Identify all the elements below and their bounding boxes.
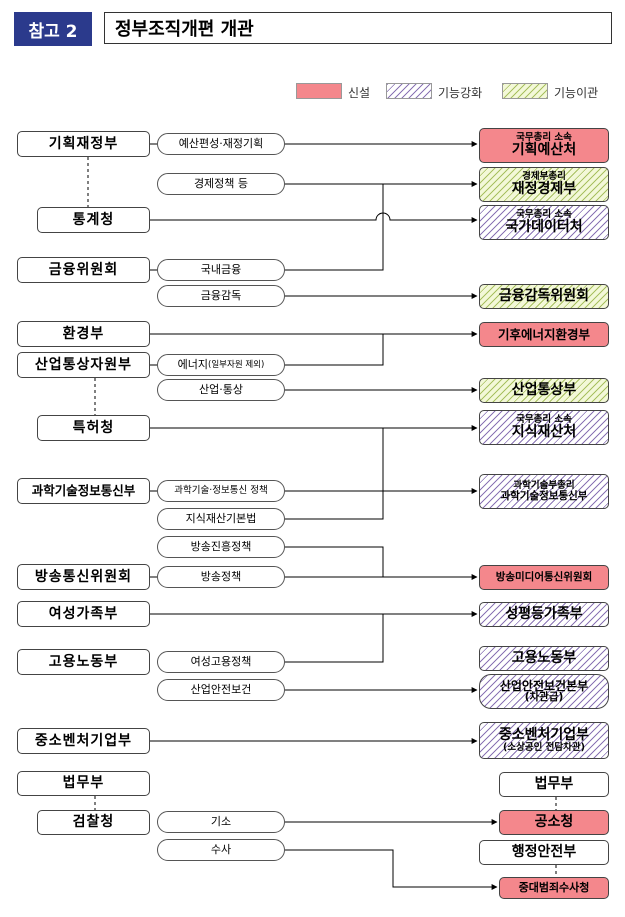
org-fsc: 금융위원회 bbox=[17, 257, 150, 283]
func-industrial-safety: 산업안전보건 bbox=[157, 679, 285, 701]
new-climate-ministry: 기후에너지환경부 bbox=[479, 322, 609, 347]
new-ip-office-sub: 국무총리 소속 bbox=[516, 414, 572, 426]
org-mof: 기획재정부 bbox=[17, 131, 150, 157]
page-title: 정부조직개편 개관 bbox=[104, 12, 612, 44]
org-motie: 산업통상자원부 bbox=[17, 352, 150, 378]
new-indictment-office-name: 공소청 bbox=[534, 814, 574, 831]
new-safety-hq-name: 산업안전보건본부 bbox=[499, 678, 589, 693]
func-industry: 산업·통상 bbox=[157, 379, 285, 401]
new-indictment-office: 공소청 bbox=[499, 810, 609, 835]
new-safety-hq-note: (차관급) bbox=[524, 691, 564, 704]
new-media-commission-name: 방송미디어통신위원회 bbox=[495, 570, 593, 583]
func-financial-supervision: 금융감독 bbox=[157, 285, 285, 307]
func-broadcast-promotion: 방송진흥정책 bbox=[157, 536, 285, 558]
org-moel: 고용노동부 bbox=[17, 649, 150, 675]
new-msit-sub: 과학기술부총리 bbox=[513, 480, 575, 491]
new-safety-hq: 산업안전보건본부 (차관급) bbox=[479, 674, 609, 709]
new-mss-name: 중소벤처기업부 bbox=[498, 727, 590, 744]
func-women-employment: 여성고용정책 bbox=[157, 651, 285, 673]
new-mef: 경제부총리 재정경제부 bbox=[479, 167, 609, 202]
legend-new-label: 신설 bbox=[348, 86, 371, 100]
new-mef-sub: 경제부총리 bbox=[522, 171, 566, 183]
func-energy: 에너지(일부자원 제외) bbox=[157, 354, 285, 376]
new-moj-name: 법무부 bbox=[534, 776, 574, 793]
section-tag: 참고 2 bbox=[14, 12, 92, 46]
func-domestic-finance: 국내금융 bbox=[157, 259, 285, 281]
legend-transfer-label: 기능이관 bbox=[554, 86, 599, 100]
new-mois: 행정안전부 bbox=[479, 840, 609, 865]
legend-new-swatch bbox=[296, 83, 342, 99]
new-gender-ministry-name: 성평등가족부 bbox=[505, 606, 583, 623]
func-sci-policy: 과학기술·정보통신 정책 bbox=[157, 480, 285, 502]
new-mef-name: 재정경제부 bbox=[511, 181, 577, 198]
new-data-office-sub: 국무총리 소속 bbox=[516, 209, 572, 221]
new-media-commission: 방송미디어통신위원회 bbox=[479, 565, 609, 590]
new-mss: 중소벤처기업부 (소상공인 전담차관) bbox=[479, 722, 609, 759]
func-investigation: 수사 bbox=[157, 839, 285, 861]
org-mss: 중소벤처기업부 bbox=[17, 728, 150, 754]
org-statistics: 통계청 bbox=[37, 207, 150, 233]
new-data-office-name: 국가데이터처 bbox=[505, 219, 583, 236]
func-ip-law: 지식재산기본법 bbox=[157, 508, 285, 530]
func-indictment: 기소 bbox=[157, 811, 285, 833]
org-kipo: 특허청 bbox=[37, 415, 150, 441]
new-fss: 금융감독위원회 bbox=[479, 284, 609, 309]
legend-transfer-swatch bbox=[502, 83, 548, 99]
new-fss-name: 금융감독위원회 bbox=[498, 288, 590, 305]
func-broadcast-policy: 방송정책 bbox=[157, 566, 285, 588]
new-budget-office: 국무총리 소속 기획예산처 bbox=[479, 128, 609, 163]
new-ip-office: 국무총리 소속 지식재산처 bbox=[479, 410, 609, 445]
new-climate-ministry-name: 기후에너지환경부 bbox=[497, 326, 590, 342]
new-ip-office-name: 지식재산처 bbox=[511, 424, 577, 441]
new-gender-ministry: 성평등가족부 bbox=[479, 602, 609, 627]
new-msit-name: 과학기술정보통신부 bbox=[500, 489, 588, 502]
new-budget-office-sub: 국무총리 소속 bbox=[516, 132, 572, 144]
legend-strengthen-swatch bbox=[386, 83, 432, 99]
new-industry-ministry-name: 산업통상부 bbox=[511, 382, 577, 399]
org-msit: 과학기술정보통신부 bbox=[17, 478, 150, 504]
new-data-office: 국무총리 소속 국가데이터처 bbox=[479, 205, 609, 240]
org-moj: 법무부 bbox=[17, 771, 150, 796]
new-mss-note: (소상공인 전담차관) bbox=[503, 741, 585, 753]
new-mois-name: 행정안전부 bbox=[511, 844, 577, 861]
org-prosecution: 검찰청 bbox=[37, 810, 150, 835]
func-budget: 예산편성·재정기획 bbox=[157, 133, 285, 155]
org-mogef: 여성가족부 bbox=[17, 601, 150, 627]
func-energy-label: 에너지 bbox=[177, 358, 209, 372]
new-labor-ministry: 고용노동부 bbox=[479, 646, 609, 671]
legend-strengthen-label: 기능강화 bbox=[438, 86, 483, 100]
org-kcc: 방송통신위원회 bbox=[17, 564, 150, 590]
new-labor-ministry-name: 고용노동부 bbox=[511, 650, 577, 667]
func-energy-note: (일부자원 제외) bbox=[208, 359, 265, 370]
new-budget-office-name: 기획예산처 bbox=[511, 142, 577, 159]
org-env: 환경부 bbox=[17, 321, 150, 347]
new-msit: 과학기술부총리 과학기술정보통신부 bbox=[479, 474, 609, 509]
new-investigation-agency: 중대범죄수사청 bbox=[499, 877, 609, 899]
new-moj: 법무부 bbox=[499, 772, 609, 797]
func-econ-policy: 경제정책 등 bbox=[157, 173, 285, 195]
new-investigation-agency-name: 중대범죄수사청 bbox=[518, 881, 590, 895]
new-industry-ministry: 산업통상부 bbox=[479, 378, 609, 403]
